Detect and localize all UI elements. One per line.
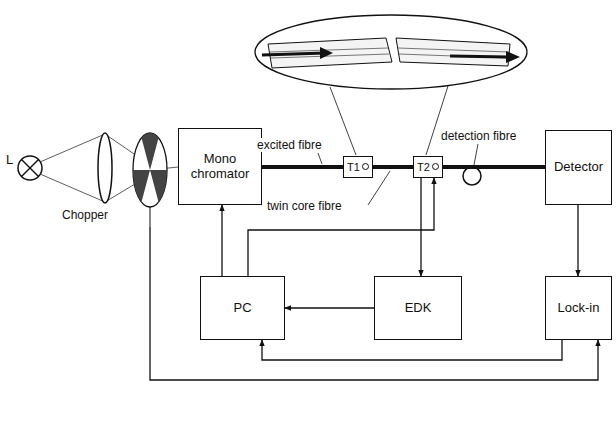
device-box: PC bbox=[200, 276, 285, 340]
device-box: Detector bbox=[545, 130, 612, 205]
signal-line bbox=[150, 227, 598, 380]
device-box: T1 bbox=[343, 156, 373, 178]
terminal-dot bbox=[362, 163, 369, 170]
box-label: PC bbox=[233, 301, 251, 316]
leader-lines bbox=[318, 144, 478, 205]
signal-line bbox=[262, 340, 562, 360]
signal-line bbox=[221, 205, 222, 276]
signal-line bbox=[577, 205, 578, 276]
part-label: Chopper bbox=[62, 209, 108, 223]
fibre-label: detection fibre bbox=[440, 129, 517, 143]
lens bbox=[98, 133, 112, 203]
box-label: Detector bbox=[554, 160, 603, 175]
box-label: T2 bbox=[417, 161, 430, 174]
fibre-line bbox=[443, 165, 545, 169]
fibre-line bbox=[262, 165, 343, 169]
signal-line bbox=[420, 178, 421, 276]
box-label: Mono chromator bbox=[191, 152, 250, 182]
fibre-label: twin core fibre bbox=[266, 199, 343, 213]
signal-line bbox=[285, 307, 374, 308]
fibre-joint-inset bbox=[255, 15, 527, 155]
fibre-line bbox=[373, 165, 413, 169]
box-label: T1 bbox=[347, 161, 360, 174]
signal-line bbox=[248, 178, 434, 276]
fibre-label: excited fibre bbox=[256, 138, 323, 152]
lamp-label: L bbox=[5, 152, 14, 168]
box-label: Lock-in bbox=[558, 301, 600, 316]
device-box: EDK bbox=[374, 276, 462, 340]
box-label: EDK bbox=[405, 301, 432, 316]
device-box: Lock-in bbox=[545, 276, 612, 340]
chopper-wheel: Chopper bbox=[60, 132, 172, 227]
device-box: T2 bbox=[413, 156, 443, 178]
device-box: Mono chromator bbox=[178, 128, 262, 205]
terminal-dot bbox=[432, 163, 439, 170]
lamp-symbol bbox=[18, 156, 42, 180]
fibre-coil bbox=[463, 167, 481, 185]
